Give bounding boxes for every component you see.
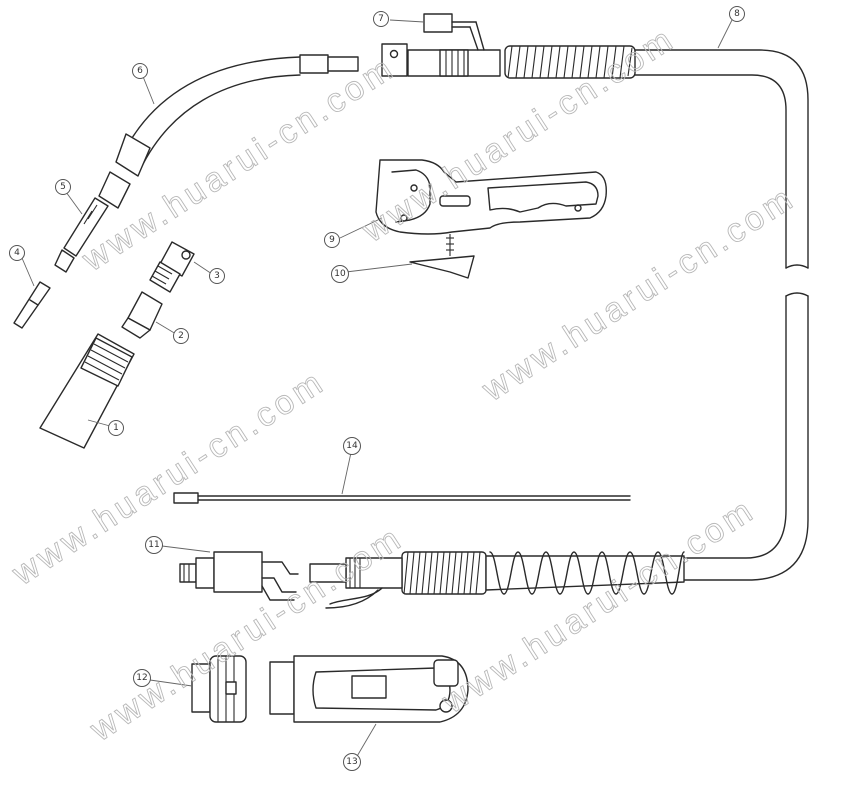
svg-text:10: 10	[334, 269, 346, 279]
callout-6: 6	[132, 63, 148, 79]
svg-text:9: 9	[329, 235, 335, 245]
connector-pin-part	[179, 551, 299, 601]
lock-nut-part	[191, 655, 247, 723]
svg-text:7: 7	[378, 14, 384, 24]
leader-lines	[21, 15, 735, 759]
watermarks: www.huarui-cn.com www.huarui-cn.com www.…	[4, 19, 802, 750]
nozzle-part	[39, 333, 135, 449]
callout-4: 4	[9, 245, 25, 261]
trigger-switch-part	[423, 13, 485, 51]
svg-text:4: 4	[14, 248, 20, 258]
svg-text:1: 1	[113, 423, 119, 433]
watermark-4: www.huarui-cn.com	[5, 362, 332, 593]
callout-14: 14	[343, 437, 361, 455]
callout-9: 9	[324, 232, 340, 248]
rear-handle-connector	[381, 43, 501, 77]
contact-tip-part	[13, 281, 51, 329]
cable-assembly-part	[309, 45, 809, 609]
spring-guard-bottom-dense	[403, 551, 481, 595]
callout-7: 7	[373, 11, 389, 27]
rear-cover-part	[269, 655, 469, 723]
svg-text:5: 5	[60, 182, 66, 192]
svg-text:6: 6	[137, 66, 143, 76]
svg-text:2: 2	[178, 331, 184, 341]
svg-text:3: 3	[214, 271, 220, 281]
tip-holder-part	[54, 197, 109, 273]
spring-guard-top	[507, 45, 633, 79]
callout-3: 3	[209, 268, 225, 284]
svg-text:12: 12	[136, 673, 147, 683]
torch-neck-part	[98, 54, 359, 209]
callout-5: 5	[55, 179, 71, 195]
callout-11: 11	[145, 536, 163, 554]
callout-8: 8	[729, 6, 745, 22]
handle-part	[375, 159, 607, 235]
liner-part	[173, 492, 631, 504]
svg-text:13: 13	[346, 757, 357, 767]
callout-1: 1	[108, 420, 124, 436]
svg-text:14: 14	[346, 441, 358, 451]
watermark-5: www.huarui-cn.com	[435, 490, 762, 721]
insulator-part	[121, 291, 163, 339]
svg-text:11: 11	[148, 540, 159, 550]
svg-text:8: 8	[734, 9, 740, 19]
callout-12: 12	[133, 669, 151, 687]
gas-diffuser-part	[149, 241, 195, 293]
callout-13: 13	[343, 753, 361, 771]
callout-2: 2	[173, 328, 189, 344]
callout-10: 10	[331, 265, 349, 283]
trigger-part	[409, 234, 475, 279]
